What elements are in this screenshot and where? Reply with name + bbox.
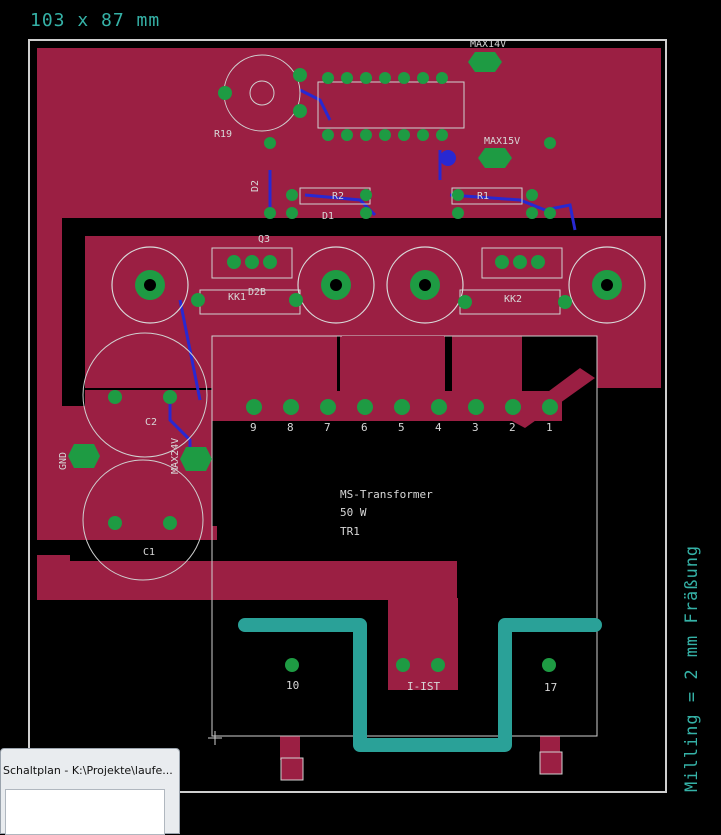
label-max24: MAX24V xyxy=(170,438,181,474)
label-kk1: KK1 xyxy=(228,292,246,303)
pin-10-label: 10 xyxy=(286,679,299,692)
pin-label-3: 3 xyxy=(472,421,479,434)
label-r19: R19 xyxy=(214,129,232,140)
pin-label-5: 5 xyxy=(398,421,405,434)
label-d1: D1 xyxy=(322,211,334,222)
pin-label-2: 2 xyxy=(509,421,516,434)
i-ist-label: I-IST xyxy=(407,680,440,693)
pin-17-label: 17 xyxy=(544,681,557,694)
taskbar-preview[interactable]: Schaltplan - K:\Projekte\laufe... xyxy=(0,748,180,835)
pin-number-labels: 9 8 7 6 5 4 3 2 1 xyxy=(250,421,553,434)
transformer-pin-3 xyxy=(468,399,484,415)
transformer-pin-6 xyxy=(357,399,373,415)
label-c1: C1 xyxy=(143,547,155,558)
label-max14: MAX14V xyxy=(470,39,506,50)
label-q3: Q3 xyxy=(258,234,270,245)
transformer-pin-9 xyxy=(246,399,262,415)
transformer-pin-5 xyxy=(394,399,410,415)
taskbar-title[interactable]: Schaltplan - K:\Projekte\laufe... xyxy=(3,764,173,777)
label-d2b: D2B xyxy=(248,287,266,298)
pin-label-4: 4 xyxy=(435,421,442,434)
label-kk2: KK2 xyxy=(504,294,522,305)
dimension-label: 103 x 87 mm xyxy=(30,10,161,31)
smd-pads xyxy=(280,751,563,781)
milling-slot xyxy=(238,618,602,752)
transformer-pin-4 xyxy=(431,399,447,415)
transformer-pins xyxy=(246,399,558,415)
pin-label-9: 9 xyxy=(250,421,257,434)
transformer-ref: TR1 xyxy=(340,525,360,538)
pin-label-8: 8 xyxy=(287,421,294,434)
label-gnd: GND xyxy=(58,452,69,470)
label-r1: R1 xyxy=(477,191,489,202)
transformer-power: 50 W xyxy=(340,506,367,519)
heatsinks xyxy=(111,246,646,324)
component-pads xyxy=(108,68,572,672)
via-grid xyxy=(342,336,655,386)
transformer-name: MS-Transformer xyxy=(340,488,433,501)
label-c2: C2 xyxy=(145,417,157,428)
board-outline xyxy=(28,39,667,793)
transformer-pin-7 xyxy=(320,399,336,415)
label-max15: MAX15V xyxy=(484,136,520,147)
transformer-pin-1 xyxy=(542,399,558,415)
pin-label-6: 6 xyxy=(361,421,368,434)
transformer-pin-2 xyxy=(505,399,521,415)
window-thumbnail[interactable] xyxy=(5,789,165,835)
transformer-pin-8 xyxy=(283,399,299,415)
label-d2: D2 xyxy=(250,180,261,192)
mounting-pads xyxy=(68,52,622,471)
pin-label-7: 7 xyxy=(324,421,331,434)
milling-note: Milling = 2 mm Fräßung xyxy=(682,544,702,792)
pin-label-1: 1 xyxy=(546,421,553,434)
label-r2: R2 xyxy=(332,191,344,202)
